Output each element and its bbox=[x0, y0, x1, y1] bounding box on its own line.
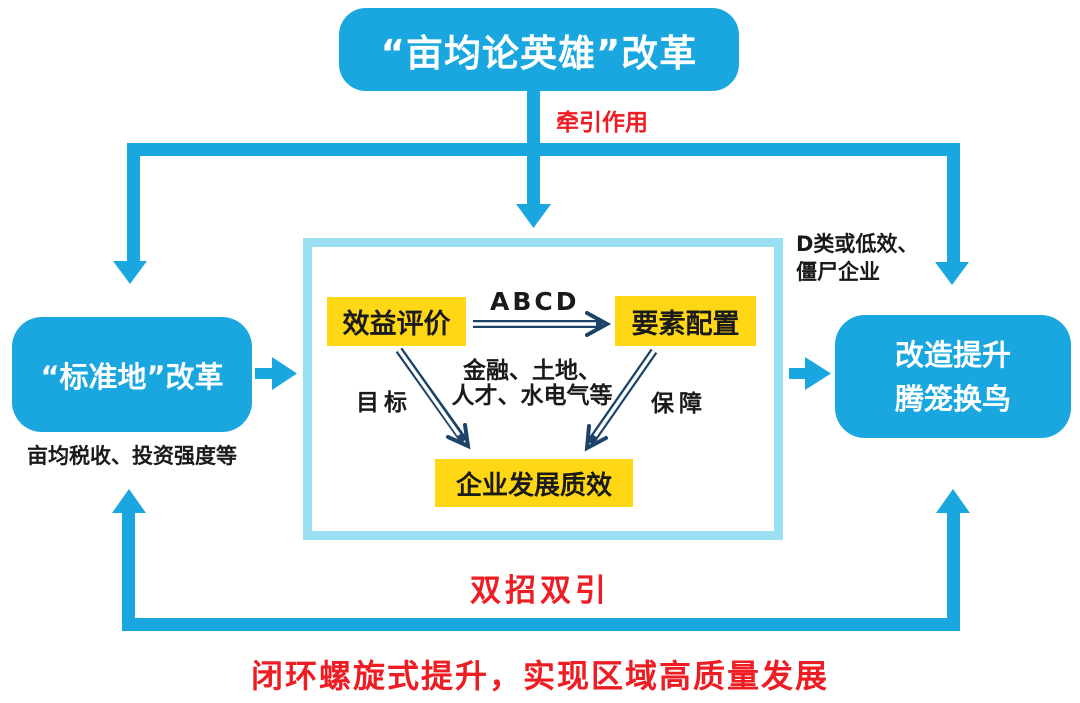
down-arrow-to-right-box bbox=[935, 262, 969, 285]
top-right-vertical-line bbox=[947, 150, 960, 264]
factor-to-quality-arrowhead bbox=[584, 424, 608, 452]
up-arrow-to-right-box bbox=[936, 489, 970, 513]
guarantee-label: 保障 bbox=[651, 391, 707, 417]
goal-label: 目标 bbox=[356, 390, 412, 416]
right-box-note-line1: D类或低效、 bbox=[796, 232, 919, 256]
bottom-slogan: 闭环螺旋式提升，实现区域高质量发展 bbox=[250, 657, 829, 695]
node-mujun-reform: “亩均论英雄”改革 bbox=[339, 8, 739, 91]
panel-to-right-arrow-stub bbox=[789, 368, 806, 379]
node-upgrade-transform: 改造提升 腾笼换鸟 bbox=[835, 315, 1071, 438]
up-arrow-to-left-box bbox=[112, 489, 146, 513]
node-benefit-evaluation-label: 效益评价 bbox=[342, 309, 451, 340]
abcd-label: ABCD bbox=[490, 287, 580, 316]
left-to-panel-right-arrow bbox=[272, 357, 297, 390]
down-arrow-to-panel bbox=[516, 204, 551, 228]
node-upgrade-line1: 改造提升 bbox=[894, 337, 1011, 372]
node-mujun-reform-label: “亩均论英雄”改革 bbox=[380, 31, 698, 75]
bottom-left-vertical-line bbox=[122, 511, 135, 623]
node-standard-land-reform-label: “标准地”改革 bbox=[40, 359, 224, 394]
resources-label-line2: 人才、水电气等 bbox=[451, 383, 613, 409]
resources-label: 金融、土地、 人才、水电气等 bbox=[420, 359, 644, 409]
node-enterprise-quality: 企业发展质效 bbox=[435, 459, 633, 507]
traction-label: 牵引作用 bbox=[556, 110, 648, 136]
right-box-note: D类或低效、 僵尸企业 bbox=[796, 230, 918, 286]
bottom-right-vertical-line bbox=[947, 511, 960, 623]
panel-to-right-right-arrow bbox=[805, 357, 831, 390]
node-factor-allocation: 要素配置 bbox=[615, 296, 756, 346]
left-box-note: 亩均税收、投资强度等 bbox=[27, 444, 237, 468]
benefit-to-quality-arrowhead bbox=[446, 423, 471, 450]
benefit-to-quality-arrow-gap bbox=[397, 348, 461, 437]
down-arrow-to-left-box bbox=[113, 261, 147, 284]
benefit-to-factor-arrowhead bbox=[585, 311, 612, 337]
node-upgrade-line2: 腾笼换鸟 bbox=[894, 381, 1011, 416]
node-benefit-evaluation: 效益评价 bbox=[327, 297, 466, 346]
double-recruit-label: 双招双引 bbox=[470, 573, 610, 609]
resources-label-line1: 金融、土地、 bbox=[463, 358, 601, 384]
node-enterprise-quality-label: 企业发展质效 bbox=[455, 470, 612, 501]
top-left-vertical-line bbox=[127, 150, 140, 263]
bottom-horizontal-line bbox=[122, 618, 960, 631]
right-box-note-line2: 僵尸企业 bbox=[796, 260, 880, 284]
node-standard-land-reform: “标准地”改革 bbox=[12, 317, 252, 432]
factor-to-quality-arrow-gap bbox=[593, 350, 656, 437]
left-to-panel-arrow-stub bbox=[255, 368, 273, 379]
top-horizontal-line bbox=[127, 143, 960, 156]
node-factor-allocation-label: 要素配置 bbox=[631, 308, 740, 340]
